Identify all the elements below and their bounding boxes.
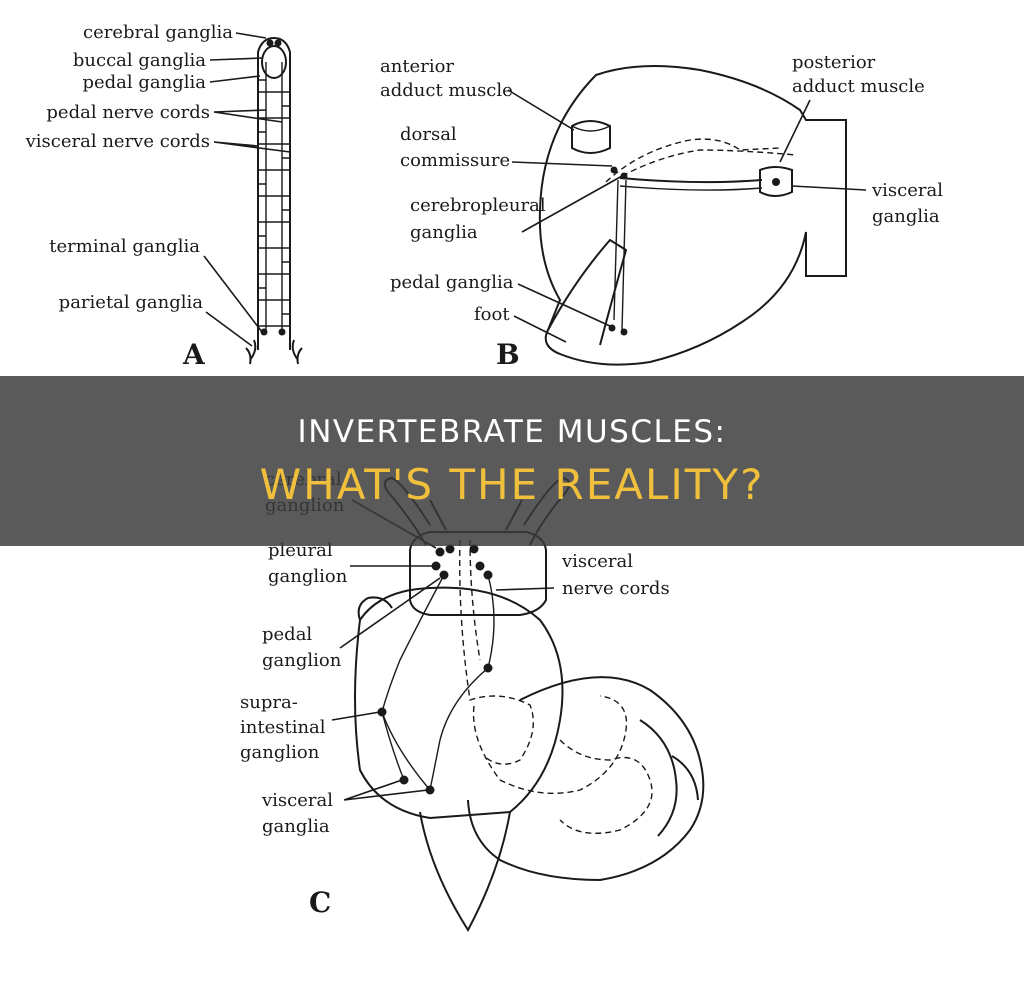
label-adduct-muscle-anterior: adduct muscle: [380, 80, 513, 101]
label-ganglia-visceral-b: ganglia: [872, 206, 940, 227]
label-visceral-b: visceral: [871, 180, 943, 201]
label-pedal-ganglia-b: pedal ganglia: [390, 272, 514, 293]
label-posterior: posterior: [792, 52, 876, 73]
label-foot: foot: [474, 304, 510, 325]
label-ganglia-cerebropleural: ganglia: [410, 222, 478, 243]
label-dorsal: dorsal: [400, 124, 457, 145]
banner-subtitle: What's The Reality?: [260, 460, 765, 509]
panel-b-leaders: [508, 90, 866, 342]
label-ganglion-supra: ganglion: [240, 742, 320, 763]
nerve-cord-ladder: [258, 80, 290, 326]
label-supra: supra-: [240, 692, 298, 713]
label-ganglion-pedal: ganglion: [262, 650, 342, 671]
label-buccal-ganglia: buccal ganglia: [73, 50, 206, 71]
label-ganglia-visceral-c: ganglia: [262, 816, 330, 837]
label-nerve-cords-c: nerve cords: [562, 578, 670, 599]
panel-a-leaders: [204, 33, 290, 346]
panel-letter-a: A: [182, 338, 206, 371]
panel-a: cerebral ganglia buccal ganglia pedal ga…: [25, 22, 302, 371]
panel-letter-c: C: [309, 886, 331, 919]
label-cerebral-ganglia: cerebral ganglia: [83, 22, 233, 43]
panel-b: anterior adduct muscle posterior adduct …: [380, 52, 943, 371]
label-pedal-c: pedal: [262, 624, 312, 645]
label-pedal-ganglia: pedal ganglia: [82, 72, 206, 93]
label-cerebropleural: cerebropleural: [410, 195, 546, 216]
label-anterior: anterior: [380, 56, 454, 77]
label-parietal-ganglia: parietal ganglia: [59, 292, 204, 313]
banner-title: Invertebrate Muscles:: [298, 414, 727, 450]
label-ganglion-pleural: ganglion: [268, 566, 348, 587]
label-visceral-ganglia-c: visceral: [261, 790, 333, 811]
title-banner: Invertebrate Muscles: What's The Reality…: [0, 376, 1024, 546]
label-pedal-nerve-cords: pedal nerve cords: [46, 102, 210, 123]
panel-letter-b: B: [496, 338, 520, 371]
label-adduct-muscle-posterior: adduct muscle: [792, 76, 925, 97]
label-terminal-ganglia: terminal ganglia: [49, 236, 200, 257]
label-visceral-c: visceral: [561, 551, 633, 572]
label-visceral-nerve-cords: visceral nerve cords: [25, 131, 210, 152]
label-commissure: commissure: [400, 150, 510, 171]
label-intestinal: intestinal: [240, 717, 326, 738]
